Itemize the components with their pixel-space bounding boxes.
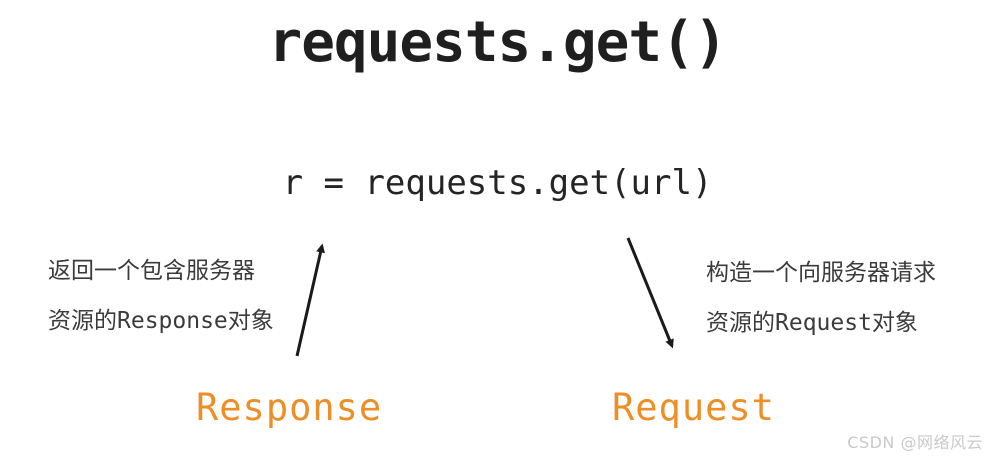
csdn-watermark: CSDN @网络风云	[847, 433, 983, 452]
response-object-label: Response	[196, 386, 383, 429]
request-annotation: 构造一个向服务器请求 资源的Request对象	[706, 248, 936, 348]
request-arrow-icon	[626, 237, 674, 349]
response-annotation-line2: 资源的Response对象	[48, 308, 274, 334]
request-annotation-line2: 资源的Request对象	[706, 310, 918, 336]
response-annotation: 返回一个包含服务器 资源的Response对象	[48, 246, 274, 346]
response-arrow-icon	[295, 243, 325, 357]
response-annotation-line1: 返回一个包含服务器	[48, 258, 255, 284]
code-snippet: r = requests.get(url)	[282, 163, 713, 203]
page-title: requests.get()	[268, 10, 727, 75]
request-annotation-line1: 构造一个向服务器请求	[706, 260, 936, 286]
request-object-label: Request	[612, 386, 775, 429]
